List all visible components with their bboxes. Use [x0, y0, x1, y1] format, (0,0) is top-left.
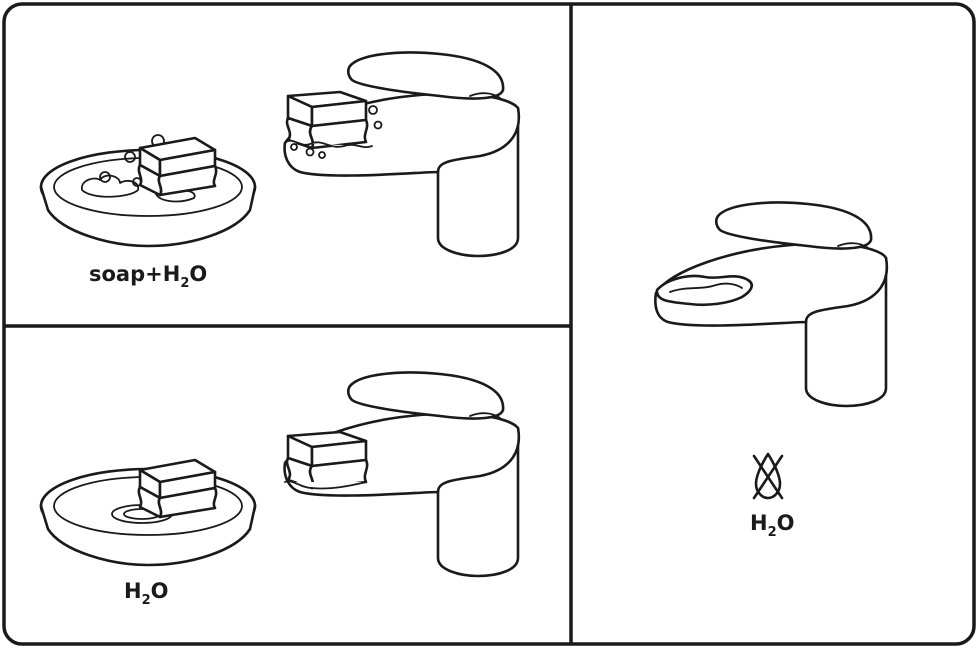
dry-water-label: H2O	[750, 511, 794, 540]
panel-dry-wipe: H2O	[655, 203, 887, 541]
faucet-icon	[285, 373, 519, 577]
panel-soap-wash: soap+H2O	[41, 53, 519, 292]
panel-water-rinse: H2O	[41, 373, 519, 609]
soap-water-label: soap+H2O	[89, 262, 207, 291]
faucet-icon	[285, 53, 519, 257]
no-water-drop-icon	[754, 454, 782, 498]
sponge-icon	[139, 138, 216, 195]
water-label: H2O	[124, 579, 168, 608]
sponge-icon	[139, 460, 216, 517]
